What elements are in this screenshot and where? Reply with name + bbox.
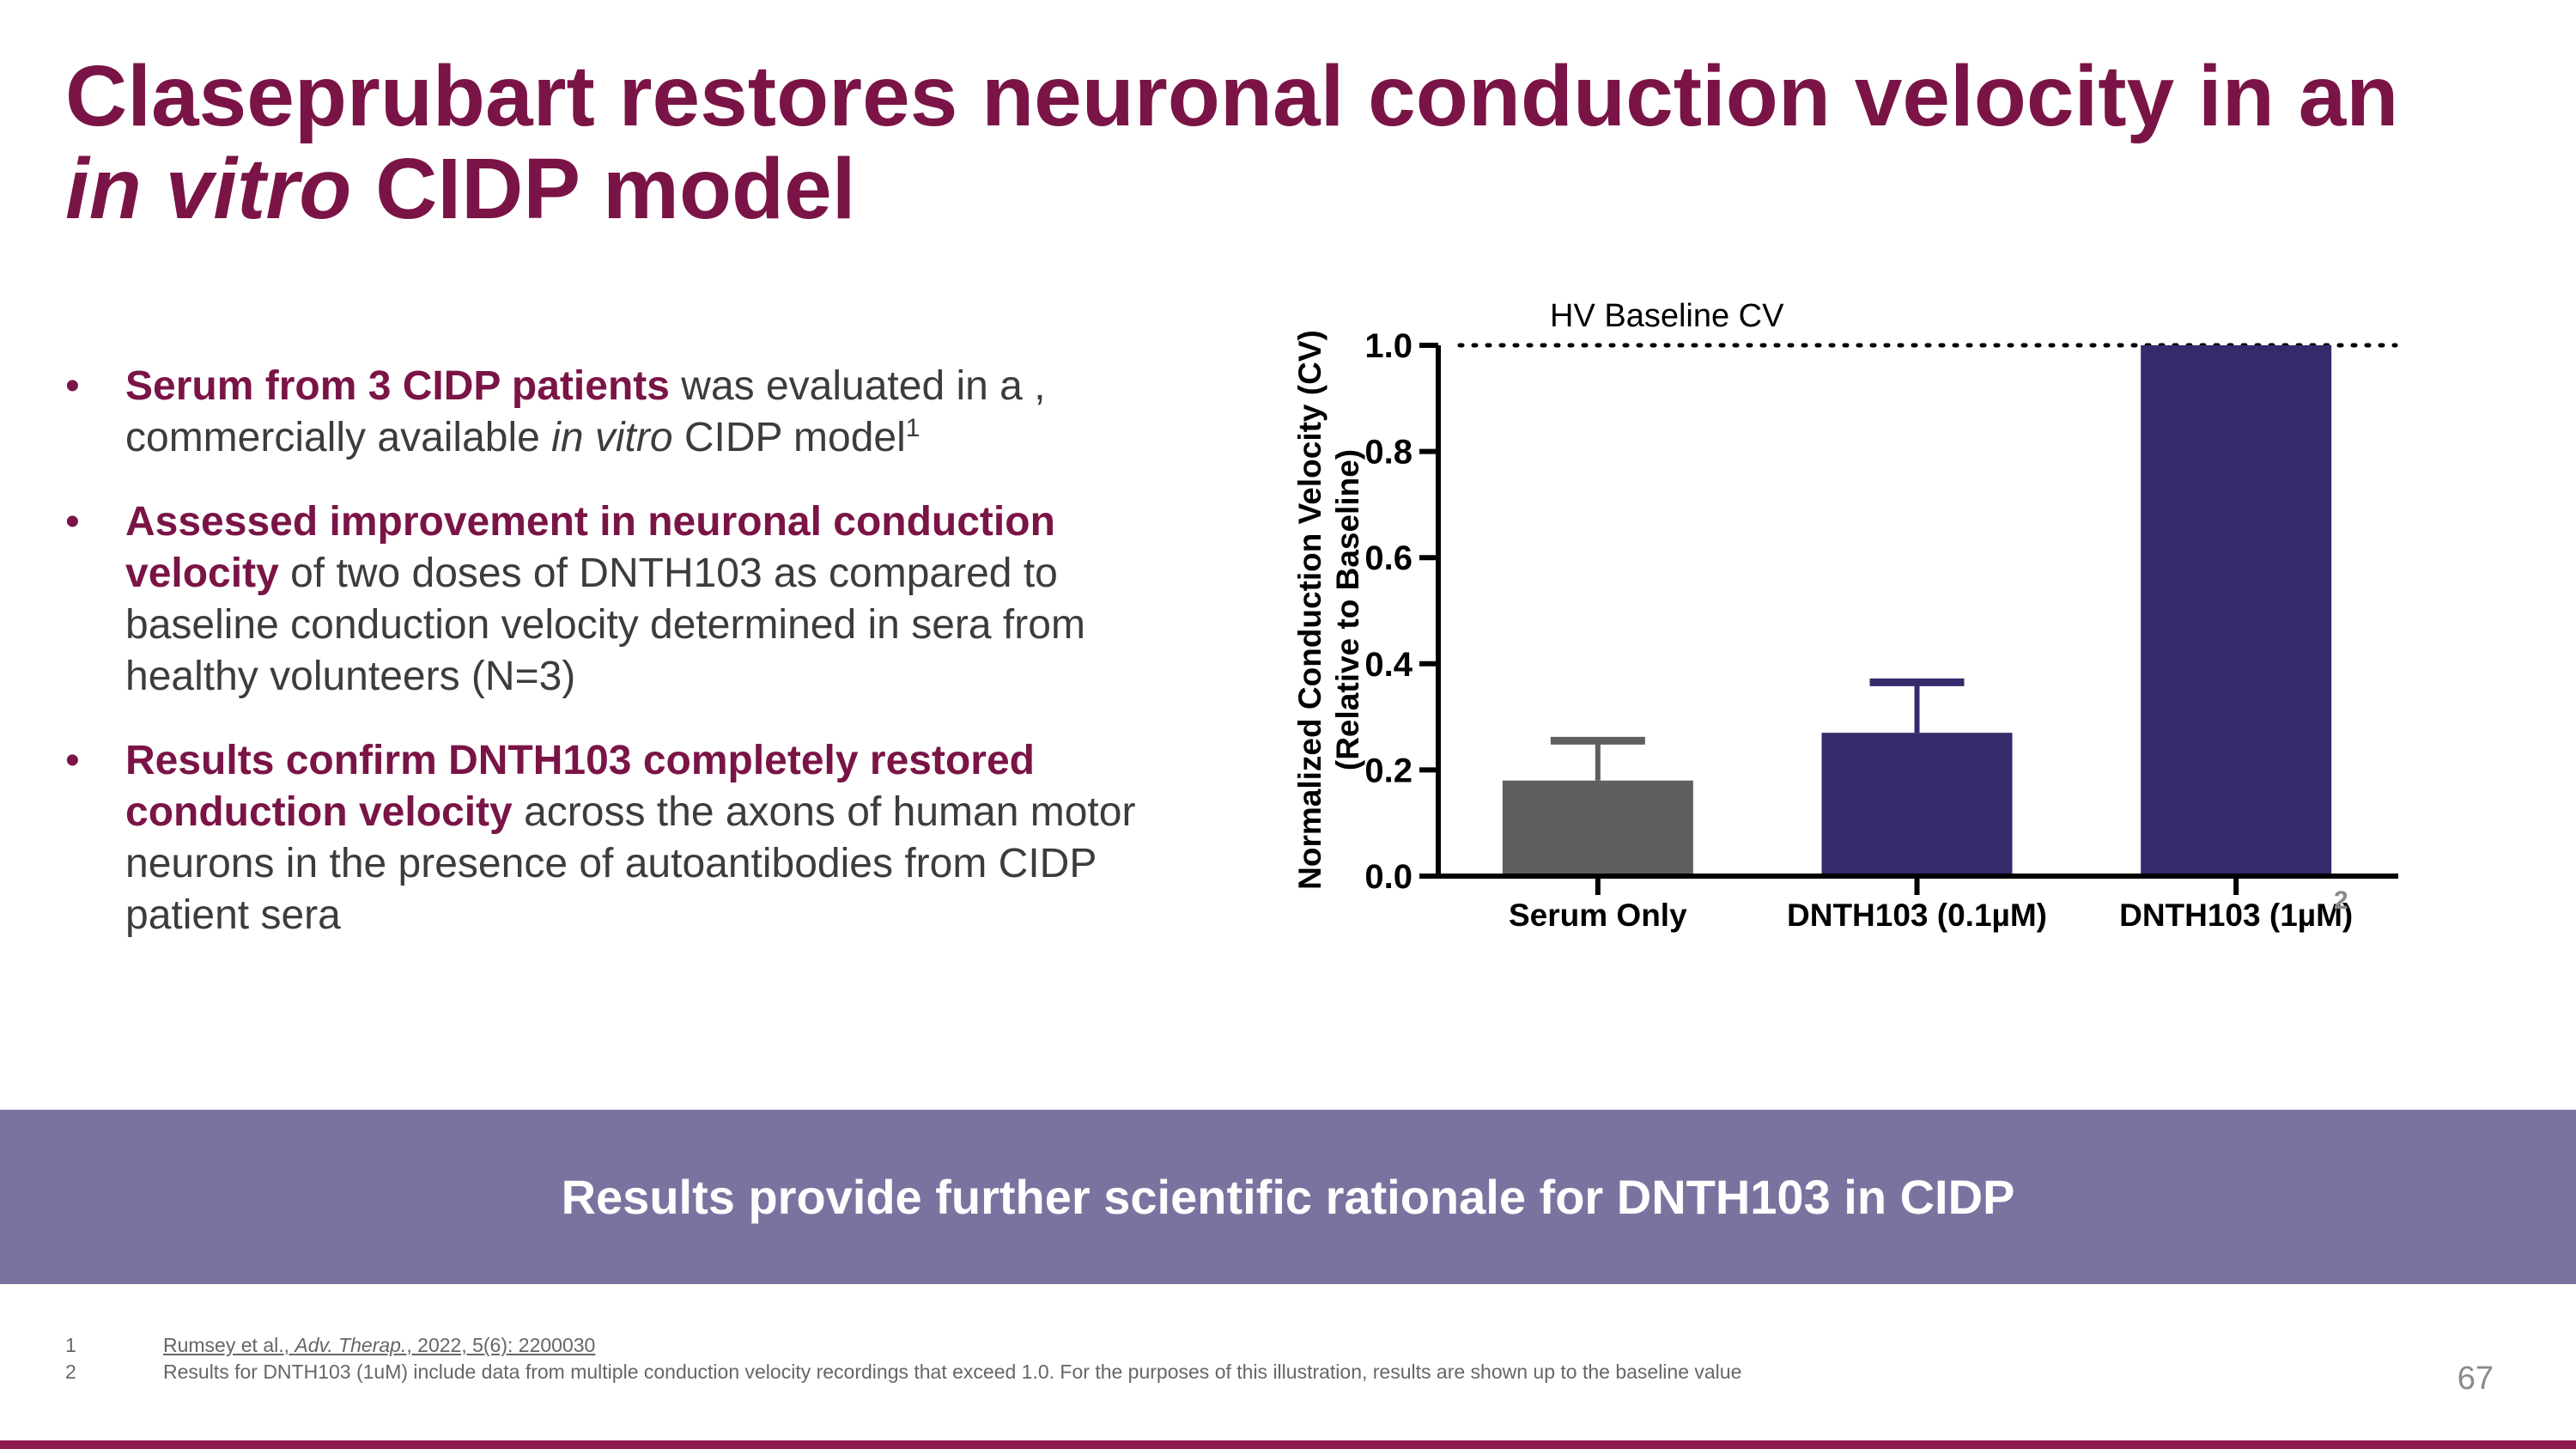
- y-tick-label: 0.2: [1364, 752, 1413, 789]
- y-axis-title: Normalized Conduction Velocity (CV)(Rela…: [1292, 330, 1365, 890]
- x-tick-label: DNTH103 (0.1µM): [1787, 898, 2047, 933]
- bullet-text: across the axons of human motor neurons …: [125, 789, 1136, 938]
- title-rest: CIDP model: [351, 141, 856, 237]
- footnote-number: 2: [65, 1361, 76, 1383]
- footnote-text: Results for DNTH103 (1uM) include data f…: [163, 1361, 1742, 1383]
- bullet-text: of two doses of DNTH103 as compared to b…: [125, 551, 1085, 699]
- x-tick-label: Serum Only: [1509, 898, 1687, 933]
- page-number: 67: [2457, 1361, 2494, 1397]
- footnote-reference-link[interactable]: Rumsey et al., Adv. Therap., 2022, 5(6):…: [163, 1334, 596, 1356]
- bullet-highlight: Serum from 3 CIDP patients: [125, 363, 670, 409]
- y-tick-label: 0.8: [1364, 434, 1413, 472]
- title-line1: Claseprubart restores neuronal conductio…: [65, 48, 2399, 144]
- footnote-ref: 1: [905, 414, 920, 442]
- bullet-item-assessed: • Assessed improvement in neuronal condu…: [65, 496, 1182, 703]
- bar: [2141, 345, 2332, 876]
- y-tick-label: 1.0: [1364, 327, 1413, 365]
- chart-footnote-marker: 2: [2334, 886, 2348, 915]
- conclusion-banner: Results provide further scientific ratio…: [0, 1110, 2576, 1284]
- bullet-highlight: Assessed improvement in neuronal conduct…: [125, 499, 1055, 596]
- baseline-label: HV Baseline CV: [1550, 298, 1784, 334]
- bullet-italic: in vitro: [551, 415, 673, 460]
- footnote-1: 1 Rumsey et al., Adv. Therap., 2022, 5(6)…: [65, 1334, 595, 1357]
- conduction-velocity-bar-chart: Normalized Conduction Velocity (CV)(Rela…: [1292, 298, 2398, 933]
- bullet-item-results: • Results confirm DNTH103 completely res…: [65, 735, 1182, 941]
- banner-text: Results provide further scientific ratio…: [561, 1170, 2015, 1224]
- bullet-marker: •: [65, 499, 80, 545]
- y-tick-label: 0.6: [1364, 539, 1413, 577]
- title-italic: in vitro: [65, 141, 352, 237]
- bar: [1821, 733, 2013, 876]
- slide-title: Claseprubart restores neuronal conductio…: [65, 50, 2538, 235]
- bullet-highlight: Results confirm DNTH103 completely resto…: [125, 738, 1035, 835]
- bullet-list: • Serum from 3 CIDP patients was evaluat…: [65, 361, 1182, 974]
- footnote-2: 2 Results for DNTH103 (1uM) include data …: [65, 1361, 1741, 1384]
- bullet-text: was evaluated in a , commercially availa…: [125, 363, 1046, 460]
- bullet-marker: •: [65, 363, 80, 409]
- bullet-text: CIDP model: [672, 415, 906, 460]
- bottom-accent-line: [0, 1440, 2576, 1449]
- x-tick-label: DNTH103 (1µM): [2119, 898, 2353, 933]
- bullet-marker: •: [65, 738, 80, 783]
- footnote-number: 1: [65, 1334, 76, 1356]
- y-tick-label: 0.0: [1364, 858, 1413, 896]
- y-tick-label: 0.4: [1364, 646, 1413, 684]
- bullet-item-serum: • Serum from 3 CIDP patients was evaluat…: [65, 361, 1182, 464]
- bar: [1502, 780, 1693, 876]
